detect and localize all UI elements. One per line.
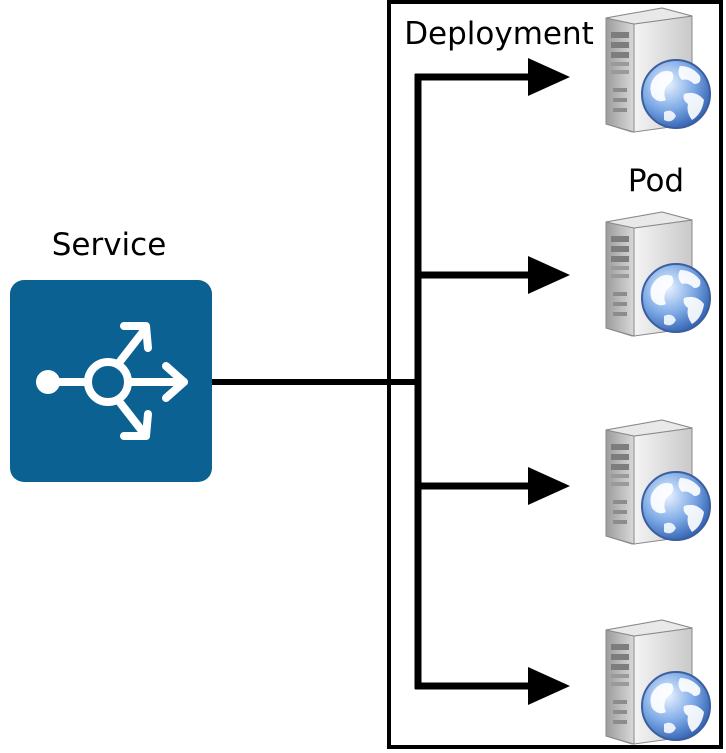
web-server-icon: [605, 7, 711, 133]
pod-3: [605, 419, 711, 545]
web-server-icon: [605, 619, 711, 745]
deployment-node: Deployment: [387, 0, 723, 749]
pod-arrow-1: [415, 58, 570, 96]
pod-label: Pod: [628, 163, 684, 199]
pod-arrow-4: [415, 667, 570, 705]
service-label: Service: [52, 227, 167, 263]
service-node: Service: [10, 227, 212, 482]
pod-arrow-3: [415, 467, 570, 505]
web-server-icon: [605, 211, 711, 337]
pod-2: [605, 211, 711, 337]
web-server-icon: [605, 419, 711, 545]
pod-1: [605, 7, 711, 133]
pod-arrow-2: [415, 256, 570, 294]
deployment-label: Deployment: [404, 16, 594, 52]
service-box: [10, 280, 212, 482]
load-balancer-icon: [36, 322, 188, 440]
pod-arrows: [415, 58, 570, 705]
deployment-box: [387, 0, 723, 749]
pod-4: [605, 619, 711, 745]
